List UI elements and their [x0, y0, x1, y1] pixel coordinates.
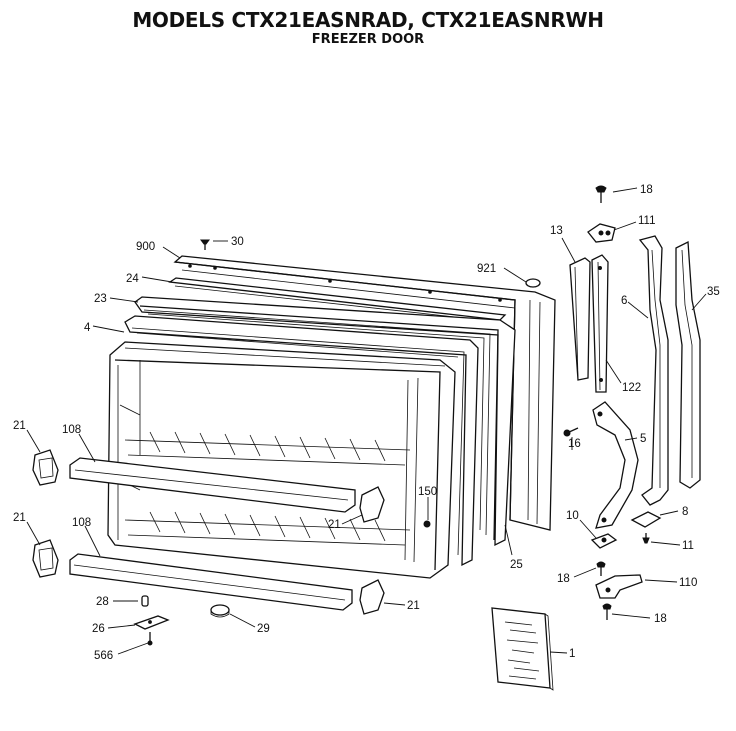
bottom-hinge-110 — [595, 574, 643, 599]
rail-end-cap-upper-right — [359, 486, 385, 523]
label-150: 150 — [418, 486, 437, 498]
rail-end-cap-lower-right — [359, 579, 385, 615]
label-4: 4 — [84, 322, 91, 334]
bracket-part-26 — [133, 615, 170, 630]
label-6: 6 — [621, 295, 627, 307]
label-16: 16 — [568, 438, 581, 450]
label-18-top: 18 — [640, 184, 653, 196]
breaker-strip — [124, 315, 479, 567]
screw-18-bottom — [602, 603, 612, 620]
label-25: 25 — [510, 559, 523, 571]
plug-part-29 — [210, 604, 230, 618]
screw-30 — [200, 239, 210, 250]
hinge-pin-10 — [590, 533, 618, 549]
label-18-bottom: 18 — [654, 613, 667, 625]
label-21-lower-left: 21 — [13, 512, 26, 524]
label-28: 28 — [96, 596, 109, 608]
label-122: 122 — [622, 382, 641, 394]
hinge-cap-111 — [587, 223, 616, 243]
label-21-upper-left: 21 — [13, 420, 26, 432]
label-5: 5 — [640, 433, 646, 445]
page-title: MODELS CTX21EASNRAD, CTX21EASNRWH — [132, 8, 604, 32]
label-21-lower-right: 21 — [407, 600, 420, 612]
instruction-booklet — [491, 607, 554, 691]
screw-18-top — [595, 185, 607, 203]
label-108-upper: 108 — [62, 424, 81, 436]
page-subtitle: FREEZER DOOR — [311, 32, 425, 47]
screw-part-566 — [147, 632, 153, 646]
callout-labels: 18 111 13 900 30 921 24 23 6 35 4 122 — [13, 184, 720, 662]
rail-end-cap-upper-left — [32, 449, 59, 486]
rail-end-cap-lower-left — [32, 539, 59, 578]
door-gasket — [134, 296, 516, 547]
label-111: 111 — [638, 215, 655, 227]
shelf-rail-upper — [69, 457, 356, 513]
label-24: 24 — [126, 273, 139, 285]
label-900: 900 — [136, 241, 155, 253]
label-110: 110 — [679, 577, 697, 589]
label-21-upper-right: 21 — [328, 519, 341, 531]
handle-bracket-122 — [591, 254, 609, 393]
label-29: 29 — [257, 623, 270, 635]
label-35: 35 — [707, 286, 720, 298]
label-30: 30 — [231, 236, 244, 248]
label-10: 10 — [566, 510, 579, 522]
inner-door-liner — [107, 341, 456, 579]
plug-part-28 — [141, 595, 149, 607]
label-18-mid: 18 — [557, 573, 570, 585]
label-108-lower: 108 — [72, 517, 91, 529]
label-566: 566 — [94, 650, 113, 662]
screw-150 — [423, 520, 431, 528]
label-13: 13 — [550, 225, 563, 237]
shim-8 — [630, 511, 662, 528]
handle-trim-13 — [569, 257, 591, 381]
label-23: 23 — [94, 293, 107, 305]
screw-11 — [642, 533, 650, 544]
hinge-5 — [592, 401, 639, 529]
door-handle-6 — [638, 235, 669, 506]
handle-cover-35 — [675, 240, 701, 489]
label-26: 26 — [92, 623, 105, 635]
label-1: 1 — [569, 648, 575, 660]
label-921: 921 — [477, 263, 496, 275]
shelf-rail-lower — [69, 553, 353, 611]
screw-16 — [563, 427, 579, 437]
screw-18-mid — [596, 561, 606, 576]
label-8: 8 — [682, 506, 688, 518]
label-11: 11 — [682, 540, 694, 552]
